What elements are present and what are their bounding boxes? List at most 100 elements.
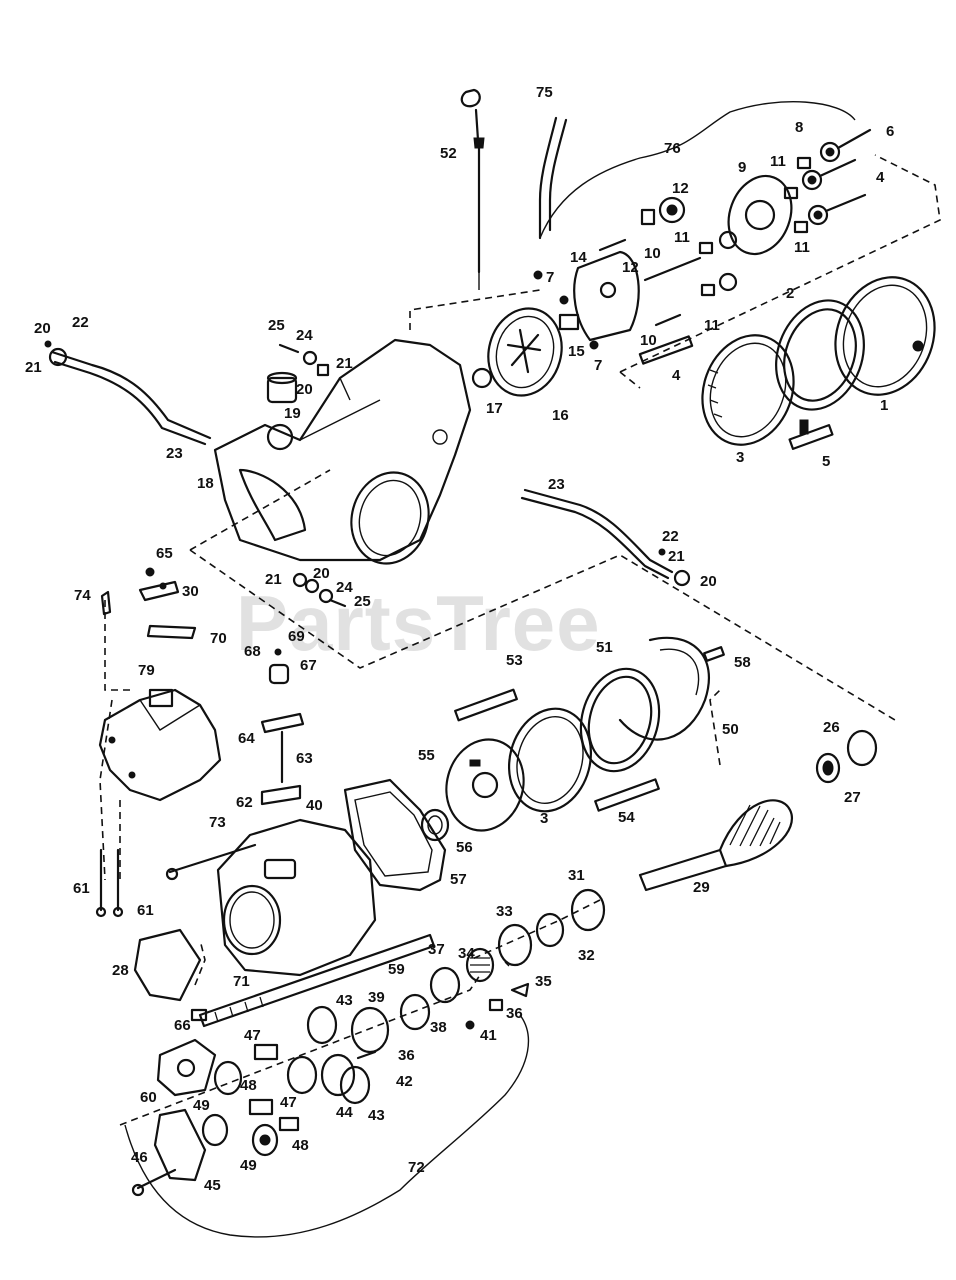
callout-20: 20 <box>313 565 330 582</box>
pins-53-54-58 <box>454 646 725 812</box>
shift-plate-14 <box>533 250 640 350</box>
callout-9: 9 <box>738 159 746 176</box>
callout-22: 22 <box>662 528 679 545</box>
watermark: PartsTree <box>236 579 601 667</box>
gears-43-44-47-48-49 <box>201 1005 371 1157</box>
callout-11: 11 <box>704 317 720 334</box>
callout-61: 61 <box>137 902 154 919</box>
gear-shaft-59 <box>198 933 436 1028</box>
axle-rod-right-23 <box>520 488 691 587</box>
callout-14: 14 <box>570 249 587 266</box>
callout-18: 18 <box>197 475 214 492</box>
callout-74: 74 <box>74 587 91 604</box>
callout-22: 22 <box>72 314 89 331</box>
callout-19: 19 <box>284 405 301 422</box>
callout-73: 73 <box>209 814 226 831</box>
callout-11: 11 <box>770 153 786 170</box>
callout-58: 58 <box>734 654 751 671</box>
callout-66: 66 <box>174 1017 191 1034</box>
callout-48: 48 <box>240 1077 257 1094</box>
callout-6: 6 <box>886 123 894 140</box>
callout-25: 25 <box>354 593 371 610</box>
callout-42: 42 <box>396 1073 413 1090</box>
callout-26: 26 <box>823 719 840 736</box>
callout-16: 16 <box>552 407 569 424</box>
callout-21: 21 <box>265 571 282 588</box>
callout-10: 10 <box>640 332 657 349</box>
callout-45: 45 <box>204 1177 221 1194</box>
bearing-26-27 <box>815 729 878 784</box>
callout-29: 29 <box>693 879 710 896</box>
gears-31-32-33 <box>497 888 606 967</box>
callout-24: 24 <box>336 579 353 596</box>
callout-59: 59 <box>388 961 405 978</box>
callout-2: 2 <box>786 285 794 302</box>
callout-47: 47 <box>244 1027 261 1044</box>
callout-47: 47 <box>280 1094 297 1111</box>
callout-79: 79 <box>138 662 155 679</box>
callout-68: 68 <box>244 643 261 660</box>
callout-8: 8 <box>795 119 803 136</box>
bolt-73 <box>165 843 257 881</box>
brake-drum-51 <box>579 667 661 773</box>
callout-40: 40 <box>306 797 323 814</box>
clutch-plate-3-lower <box>507 707 593 813</box>
callout-76: 76 <box>664 140 681 157</box>
callout-61: 61 <box>73 880 90 897</box>
callout-3: 3 <box>736 449 744 466</box>
shift-lever-parts <box>100 567 290 685</box>
callout-53: 53 <box>506 652 523 669</box>
callout-12: 12 <box>672 180 689 197</box>
callout-4: 4 <box>876 169 885 186</box>
callout-5: 5 <box>822 453 830 470</box>
callout-11: 11 <box>794 239 810 256</box>
brake-drum-16 <box>471 307 563 397</box>
callout-21: 21 <box>668 548 685 565</box>
callout-11: 11 <box>674 229 690 246</box>
callout-20: 20 <box>700 573 717 590</box>
callout-17: 17 <box>486 400 503 417</box>
callout-50: 50 <box>722 721 739 738</box>
callout-36: 36 <box>506 1005 523 1022</box>
callout-72: 72 <box>408 1159 425 1176</box>
callout-23: 23 <box>166 445 183 462</box>
callout-64: 64 <box>238 730 255 747</box>
callout-31: 31 <box>568 867 585 884</box>
callout-23: 23 <box>548 476 565 493</box>
bolts-61 <box>95 848 124 918</box>
pinion-shaft-29 <box>638 799 793 892</box>
transaxle-case-18 <box>213 338 472 565</box>
end-plate-45-46 <box>131 1108 207 1197</box>
callout-48: 48 <box>292 1137 309 1154</box>
callout-49: 49 <box>240 1157 257 1174</box>
callout-1: 1 <box>880 397 888 414</box>
callout-28: 28 <box>112 962 129 979</box>
callout-75: 75 <box>536 84 553 101</box>
bearings-and-screws <box>640 128 872 297</box>
callout-39: 39 <box>368 989 385 1006</box>
callout-43: 43 <box>336 992 353 1009</box>
callout-46: 46 <box>131 1149 148 1166</box>
callout-70: 70 <box>210 630 227 647</box>
callout-51: 51 <box>596 639 613 656</box>
axle-rod-left-23 <box>44 340 212 446</box>
callout-43: 43 <box>368 1107 385 1124</box>
shift-rods-10 <box>598 238 702 327</box>
gasket-57 <box>343 778 447 892</box>
callout-67: 67 <box>300 657 317 674</box>
callout-21: 21 <box>25 359 42 376</box>
bearing-56 <box>420 808 450 842</box>
side-plate-28 <box>133 928 202 1002</box>
assembly-boundaries <box>99 101 941 1238</box>
callout-24: 24 <box>296 327 313 344</box>
callout-20: 20 <box>34 320 51 337</box>
callout-20: 20 <box>296 381 313 398</box>
shift-rod-4 <box>638 335 694 365</box>
brake-plate-50 <box>618 636 711 741</box>
callout-12: 12 <box>622 259 639 276</box>
hub-60 <box>156 1038 217 1097</box>
callout-10: 10 <box>644 245 661 262</box>
callout-71: 71 <box>233 973 250 990</box>
